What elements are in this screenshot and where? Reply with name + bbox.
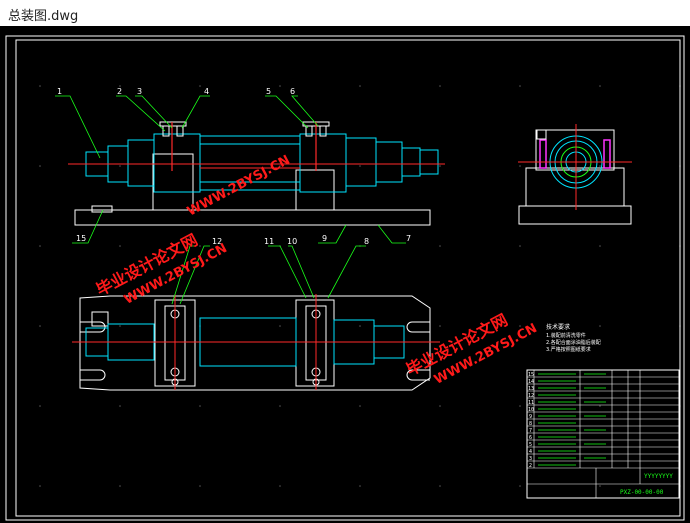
drawing-canvas: 1 2 3 4 5 6 15 9 7 [5, 35, 685, 521]
balloon-3: 3 [137, 87, 142, 96]
balloon-5: 5 [266, 87, 271, 96]
balloon-9: 9 [322, 234, 327, 243]
grid-dots [39, 85, 681, 487]
bom-row-10: 10 [528, 407, 534, 413]
document-title: 总装图.dwg [8, 9, 79, 24]
bom-row-9: 9 [529, 414, 532, 420]
bom-row-12: 12 [528, 393, 534, 399]
bom-row-15: 15 [528, 372, 534, 378]
notes-title: 技术要求 [546, 323, 570, 331]
side-view[interactable] [518, 124, 632, 225]
drawing-border-outer [5, 35, 685, 521]
balloon-6: 6 [290, 87, 295, 96]
bom-row-3: 3 [529, 456, 532, 462]
bom-row-2: 2 [529, 463, 532, 469]
bom-row-4: 4 [529, 449, 532, 455]
watermark-1: 毕业设计论文网 WWW.2BYSJ.CN [93, 230, 230, 308]
bom-row-13: 13 [528, 386, 534, 392]
titleblock-code: PXZ-00-00-00 [620, 489, 664, 496]
bom-table[interactable]: 15 14 13 12 11 10 9 8 7 6 5 4 3 2 YYYYYY… [526, 369, 680, 499]
balloon-1: 1 [57, 87, 62, 96]
balloon-12: 12 [212, 237, 222, 246]
balloon-2: 2 [117, 87, 122, 96]
bom-row-5: 5 [529, 442, 532, 448]
cad-viewport[interactable]: 1 2 3 4 5 6 15 9 7 [0, 26, 690, 523]
bom-row-11: 11 [528, 400, 534, 406]
balloon-8: 8 [364, 237, 369, 246]
balloon-4: 4 [204, 87, 209, 96]
bom-row-8: 8 [529, 421, 532, 427]
notes-line-2: 2.各配合面涂油脂后装配 [546, 339, 601, 346]
technical-notes: 技术要求 1.装配前清洗零件 2.各配合面涂油脂后装配 3.严格按照图纸要求 [546, 323, 601, 353]
balloon-7: 7 [406, 234, 411, 243]
drawing-border-inner [15, 39, 681, 517]
bom-row-14: 14 [528, 379, 534, 385]
titleblock-name: YYYYYYYY [644, 473, 673, 480]
bom-row-6: 6 [529, 435, 532, 441]
front-view[interactable]: 1 2 3 4 5 6 15 9 7 [55, 87, 445, 244]
balloon-15: 15 [76, 234, 86, 243]
bom-row-7: 7 [529, 428, 532, 434]
balloon-10: 10 [287, 237, 297, 246]
notes-line-3: 3.严格按照图纸要求 [546, 346, 591, 353]
title-bar: 总装图.dwg [0, 0, 690, 26]
balloon-11: 11 [264, 237, 274, 246]
notes-line-1: 1.装配前清洗零件 [546, 332, 586, 339]
plan-view[interactable]: 11 10 8 12 [72, 237, 440, 391]
